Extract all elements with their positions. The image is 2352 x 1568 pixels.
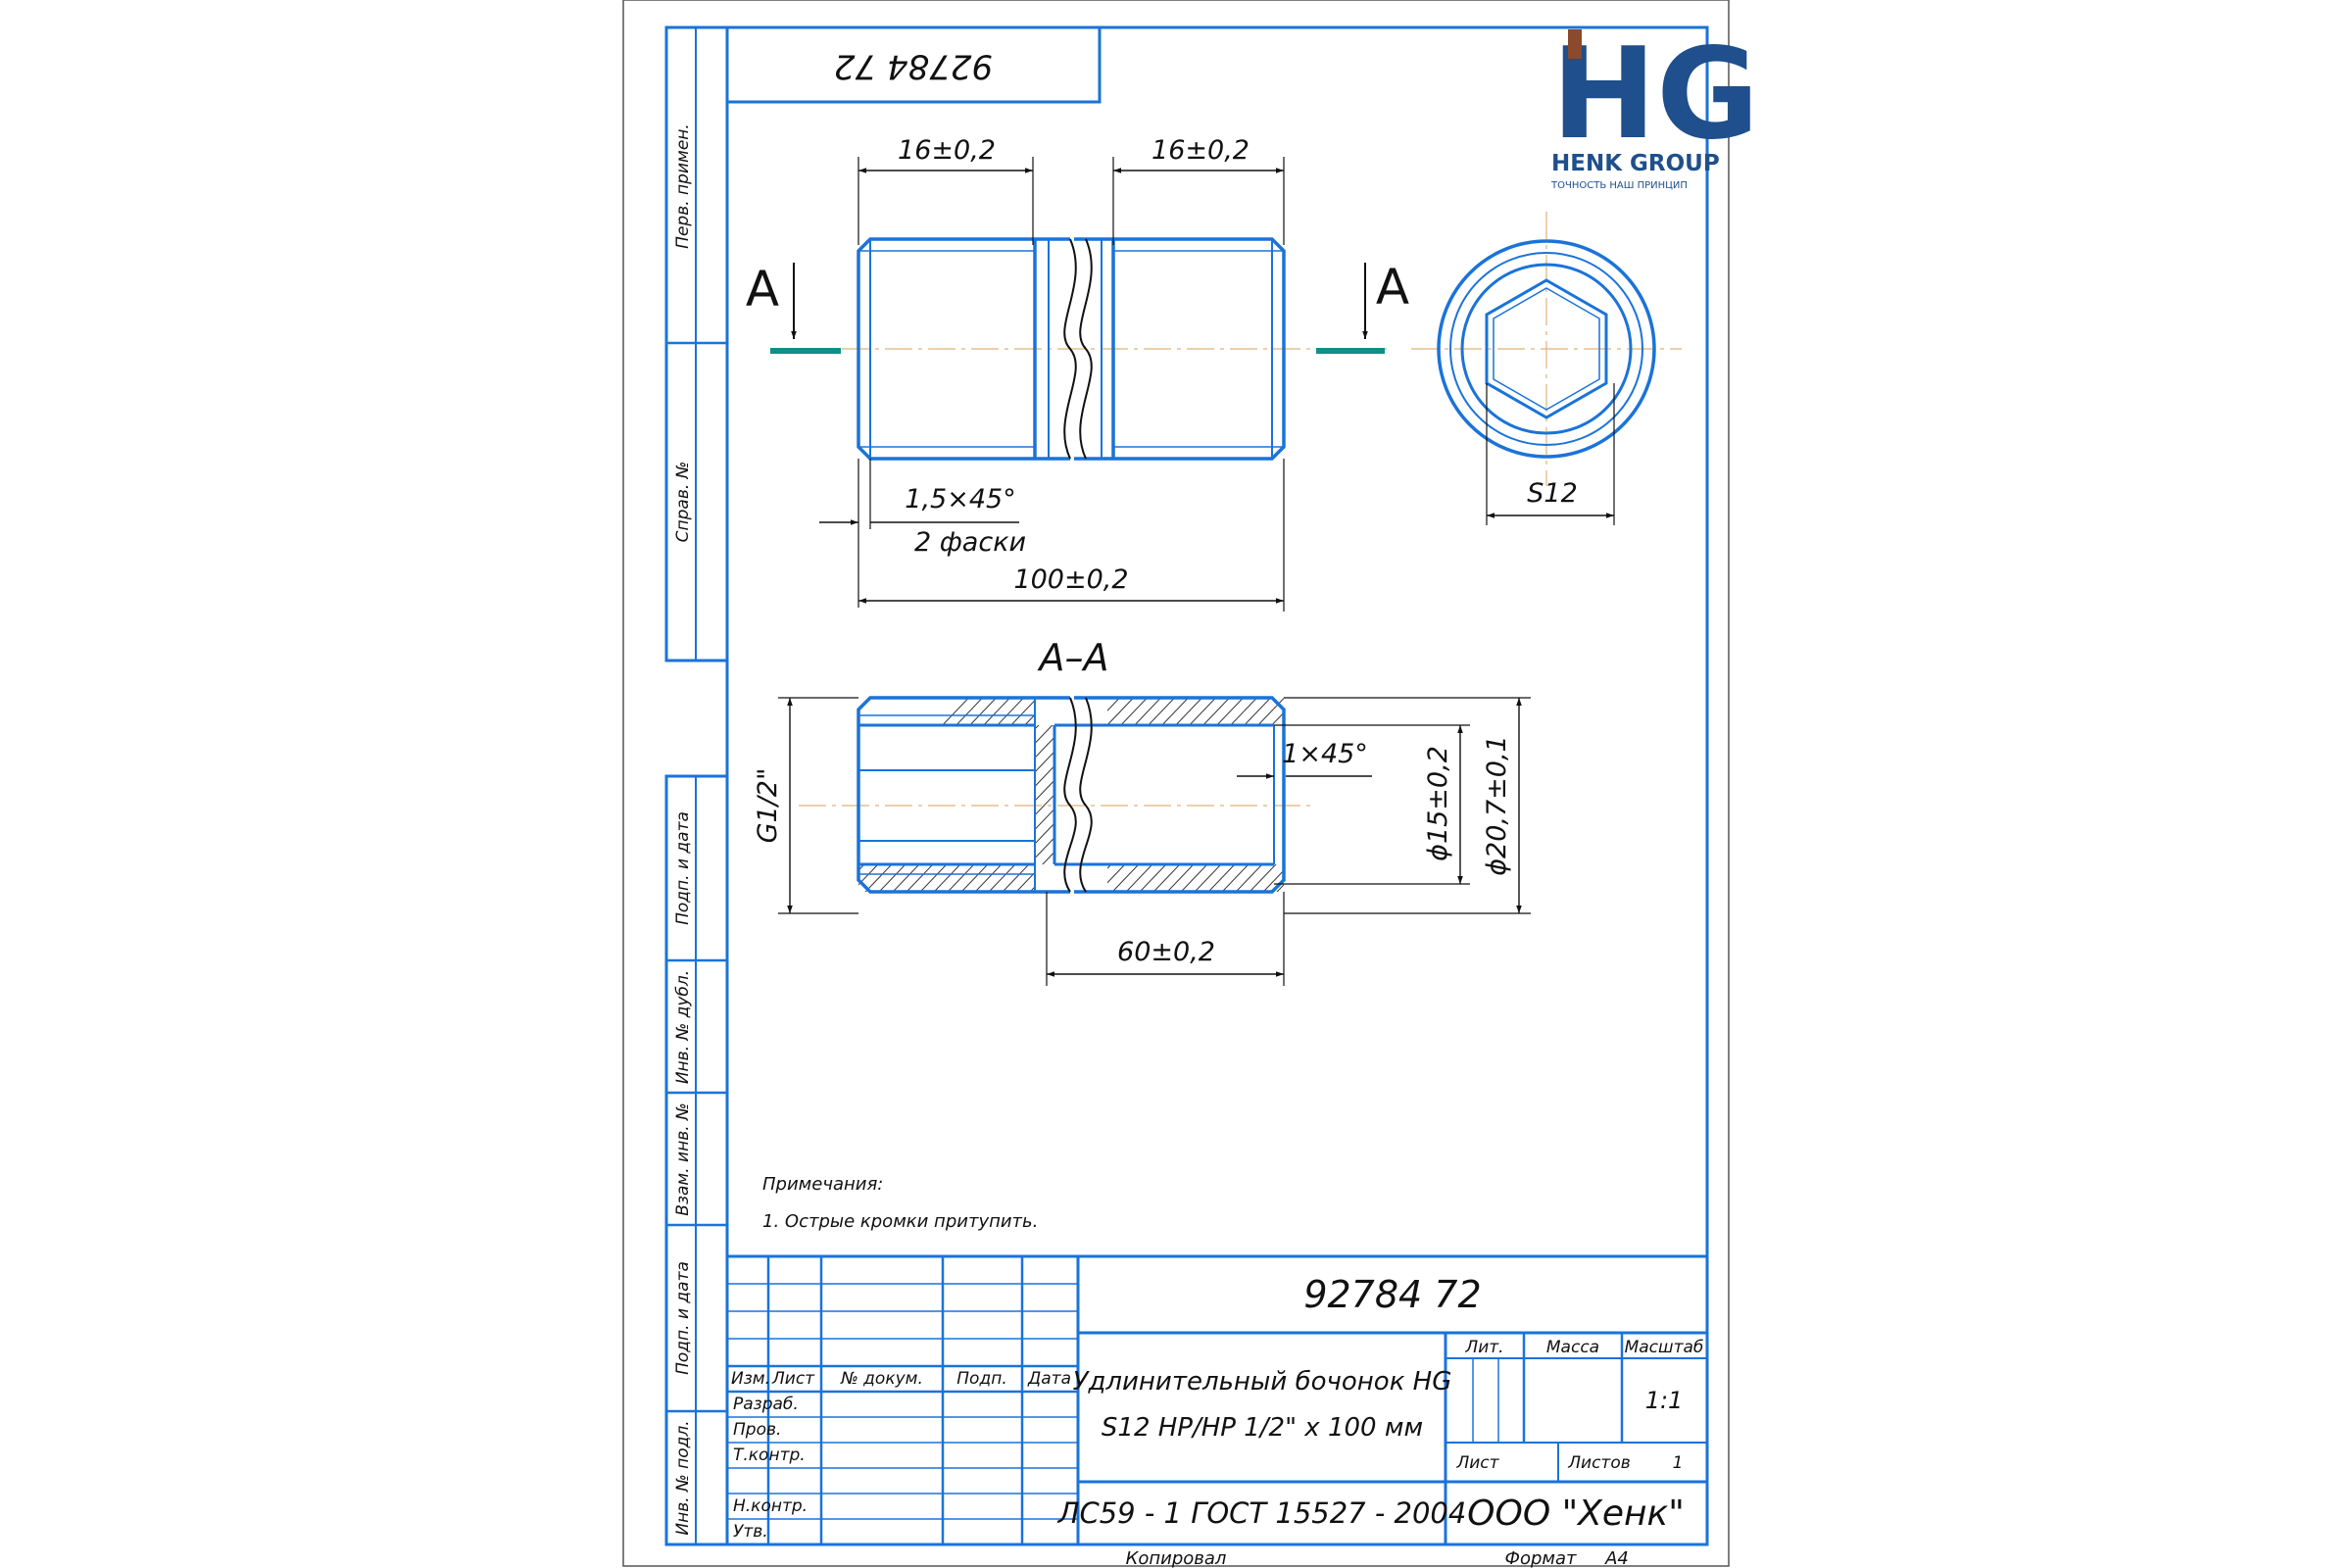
hatch-line [1354, 686, 1570, 911]
tb-role-tech-control: Т.контр. [733, 1446, 806, 1465]
tb-role-approved: Утв. [733, 1522, 768, 1542]
tb-material: ЛС59 - 1 ГОСТ 15527 - 2004 [1057, 1496, 1467, 1530]
dim-bore-depth-label: 60±0,2 [1117, 937, 1215, 967]
hatch-line [1244, 698, 1284, 892]
tb-col-sign: Подп. [956, 1369, 1006, 1389]
tb-label-sheet: Лист [1455, 1453, 1499, 1473]
hatch-line [1271, 698, 1284, 892]
tb-name-line-2: S12 НР/НР 1/2" х 100 мм [1102, 1413, 1423, 1443]
hatch-line [1175, 698, 1284, 892]
tb-label-mass: Масса [1546, 1338, 1599, 1357]
dim-inner-chamfer-label: 1×45° [1282, 739, 1368, 769]
side-view: A A 16±0,2 16±0,2 1,5×45° 2 фаски 100±0,… [746, 135, 1409, 612]
tb-designation: 92784 72 [1303, 1273, 1481, 1316]
end-view-bore-circle [1460, 263, 1633, 435]
tb-col-sheet: Лист [771, 1369, 815, 1389]
logo-accent-mark [1568, 29, 1582, 59]
break-line-left [1063, 238, 1077, 460]
tb-role-developer: Разраб. [733, 1395, 799, 1414]
footer-format-value: А4 [1604, 1548, 1629, 1568]
tb-col-doc-no: № докум. [840, 1369, 923, 1389]
hatch-line [1189, 698, 1284, 892]
dim-overall-label: 100±0,2 [1013, 564, 1128, 595]
hex-socket-inner [1493, 287, 1600, 411]
tb-label-sheets: Листов [1567, 1453, 1631, 1473]
notes-heading: Примечания: [762, 1174, 883, 1195]
stamp-first-use: Перв. примен. [673, 123, 693, 249]
hatch-line [873, 698, 1091, 892]
stamp-sign-date-2: Подп. и дата [673, 1261, 693, 1375]
section-break-left [1063, 697, 1077, 893]
hatch-line [1202, 698, 1284, 892]
stamp-orig-inv-no: Инв. № подл. [673, 1420, 693, 1535]
break-line-right [1079, 238, 1093, 460]
notes: Примечания: 1. Острые кромки притупить. [762, 1174, 1038, 1232]
dim-hex-label: S12 [1527, 478, 1578, 509]
tb-col-date: Дата [1027, 1369, 1071, 1389]
tb-label-lit: Лит. [1464, 1338, 1503, 1357]
dim-thread-label: G1/2" [753, 768, 783, 844]
outer-trim-border [622, 0, 1730, 1567]
hatch-line [1216, 698, 1284, 892]
tb-label-scale: Масштаб [1625, 1338, 1704, 1357]
stamp-reference-no: Справ. № [673, 462, 693, 543]
tb-scale-value: 1:1 [1645, 1387, 1684, 1414]
tb-name-line-1: Удлинительный бочонок HG [1073, 1367, 1452, 1396]
stamp-replace-inv-no: Взам. инв. № [673, 1102, 693, 1215]
end-view-thread-circle [1449, 252, 1643, 446]
section-break-right [1079, 697, 1093, 893]
title-block: Изм. Лист № докум. Подп. Дата Разраб. Пр… [725, 1254, 1709, 1546]
hatch-line [1230, 698, 1284, 892]
tb-col-change: Изм. [731, 1369, 770, 1389]
tb-role-checker: Пров. [733, 1420, 781, 1440]
dim-chamfer-label: 1,5×45° [905, 484, 1015, 514]
drawing-frame [725, 25, 1709, 1546]
company-logo: HG HENK GROUP ТОЧНОСТЬ НАШ ПРИНЦИП [1550, 22, 1759, 191]
section-letter-left: A [746, 261, 779, 318]
stamp-sign-date-1: Подп. и дата [673, 811, 693, 925]
section-view: A–A G1/2" 1×45° ϕ15±0,2 [753, 636, 1584, 986]
top-drawing-number: 92784 72 [834, 47, 993, 86]
logo-company-name: HENK GROUP [1551, 151, 1720, 176]
hatch-line [887, 698, 1104, 892]
dim-left-thread-label: 16±0,2 [898, 135, 996, 166]
dim-right-thread-label: 16±0,2 [1152, 135, 1250, 166]
logo-slogan: ТОЧНОСТЬ НАШ ПРИНЦИП [1550, 180, 1688, 191]
dim-chamfer-note: 2 фаски [914, 527, 1026, 558]
end-view: S12 [1411, 212, 1682, 525]
hex-socket [1485, 278, 1608, 419]
tb-role-norm-control: Н.контр. [733, 1496, 808, 1516]
hatch-line [901, 698, 1118, 892]
section-letter-right: A [1376, 259, 1409, 316]
tb-sheets-value: 1 [1673, 1453, 1684, 1473]
dim-inner-diameter-label: ϕ15±0,2 [1423, 746, 1453, 861]
logo-letters-icon: HG [1551, 22, 1759, 168]
notes-item-1: 1. Острые кромки притупить. [762, 1211, 1038, 1232]
top-number-box: 92784 72 [725, 25, 1102, 104]
section-title: A–A [1037, 636, 1109, 679]
footer-format-label: Формат [1504, 1548, 1577, 1568]
end-view-outer-circle [1437, 239, 1656, 459]
footer-copied: Копировал [1126, 1548, 1227, 1568]
hatch-line [1368, 686, 1584, 911]
hatch-line [1286, 686, 1501, 911]
dim-outer-diameter-label: ϕ20,7±0,1 [1482, 735, 1512, 876]
hatch-line [859, 698, 1077, 892]
tb-organization: ООО "Хенк" [1467, 1494, 1685, 1534]
stamp-dup-inv-no: Инв. № дубл. [673, 970, 693, 1084]
side-stamp: Перв. примен. Справ. № Подп. и дата Инв.… [664, 25, 729, 1546]
